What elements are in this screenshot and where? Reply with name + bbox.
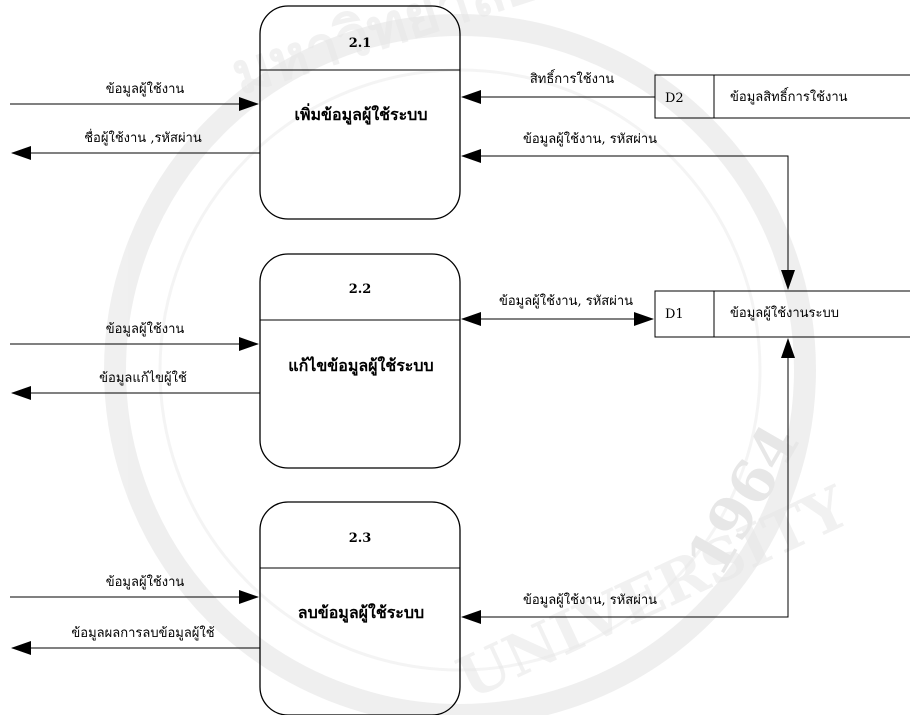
process-2-1: 2.1 เพิ่มข้อมูลผู้ใช้ระบบ (259, 5, 461, 220)
process-2-2-name: แก้ไขข้อมูลผู้ใช้ระบบ (288, 356, 433, 377)
process-2-1-number: 2.1 (349, 36, 372, 51)
data-store-d1: D1 ข้อมูลผู้ใช้งานระบบ (654, 290, 910, 338)
process-2-3-number: 2.3 (349, 531, 372, 546)
flow-p1-in: ข้อมูลผู้ใช้งาน (10, 81, 259, 111)
svg-text:ข้อมูลผู้ใช้งาน, รหัสผ่าน: ข้อมูลผู้ใช้งาน, รหัสผ่าน (523, 131, 657, 147)
flow-p1-d1: ข้อมูลผู้ใช้งาน, รหัสผ่าน (461, 131, 795, 290)
svg-text:ข้อมูลแก้ไขผู้ใช้: ข้อมูลแก้ไขผู้ใช้ (99, 370, 187, 386)
watermark-top-text: มหาวิทยาลัย (223, 0, 544, 108)
data-store-d1-id: D1 (665, 307, 684, 322)
process-2-2-number: 2.2 (349, 282, 372, 297)
flow-p3-out: ข้อมูลผลการลบข้อมูลผู้ใช้ (11, 625, 260, 655)
flow-d2-to-p1: สิทธิ์การใช้งาน (461, 69, 655, 104)
svg-text:ข้อมูลผู้ใช้งาน: ข้อมูลผู้ใช้งาน (106, 81, 185, 97)
process-2-2: 2.2 แก้ไขข้อมูลผู้ใช้ระบบ (259, 253, 461, 469)
flow-p2-out: ข้อมูลแก้ไขผู้ใช้ (11, 370, 260, 400)
svg-text:ข้อมูลผู้ใช้งาน: ข้อมูลผู้ใช้งาน (106, 321, 185, 337)
flow-p3-d1: ข้อมูลผู้ใช้งาน, รหัสผ่าน (461, 338, 795, 624)
data-store-d1-name: ข้อมูลผู้ใช้งานระบบ (730, 305, 839, 321)
flow-p1-out: ชื่อผู้ใช้งาน ,รหัสผ่าน (11, 129, 260, 160)
process-2-1-name: เพิ่มข้อมูลผู้ใช้ระบบ (294, 103, 427, 126)
flow-p3-in: ข้อมูลผู้ใช้งาน (10, 574, 259, 604)
flow-p2-d1: ข้อมูลผู้ใช้งาน, รหัสผ่าน (461, 293, 654, 326)
svg-text:ข้อมูลผู้ใช้งาน, รหัสผ่าน: ข้อมูลผู้ใช้งาน, รหัสผ่าน (523, 592, 657, 608)
flow-p2-in: ข้อมูลผู้ใช้งาน (10, 321, 259, 351)
process-2-3: 2.3 ลบข้อมูลผู้ใช้ระบบ (259, 501, 461, 715)
svg-text:สิทธิ์การใช้งาน: สิทธิ์การใช้งาน (530, 69, 614, 87)
svg-text:ข้อมูลผู้ใช้งาน: ข้อมูลผู้ใช้งาน (106, 574, 185, 590)
svg-text:ข้อมูลผลการลบข้อมูลผู้ใช้: ข้อมูลผลการลบข้อมูลผู้ใช้ (71, 625, 214, 641)
process-2-3-name: ลบข้อมูลผู้ใช้ระบบ (298, 603, 424, 624)
data-store-d2-id: D2 (665, 91, 684, 106)
svg-text:ข้อมูลผู้ใช้งาน, รหัสผ่าน: ข้อมูลผู้ใช้งาน, รหัสผ่าน (499, 293, 633, 309)
svg-text:ชื่อผู้ใช้งาน ,รหัสผ่าน: ชื่อผู้ใช้งาน ,รหัสผ่าน (84, 129, 202, 146)
data-store-d2-name: ข้อมูลสิทธิ์การใช้งาน (730, 87, 848, 105)
university-seal-watermark: 1964 มหาวิทยาลัย UNIVERSITY (104, 0, 859, 715)
